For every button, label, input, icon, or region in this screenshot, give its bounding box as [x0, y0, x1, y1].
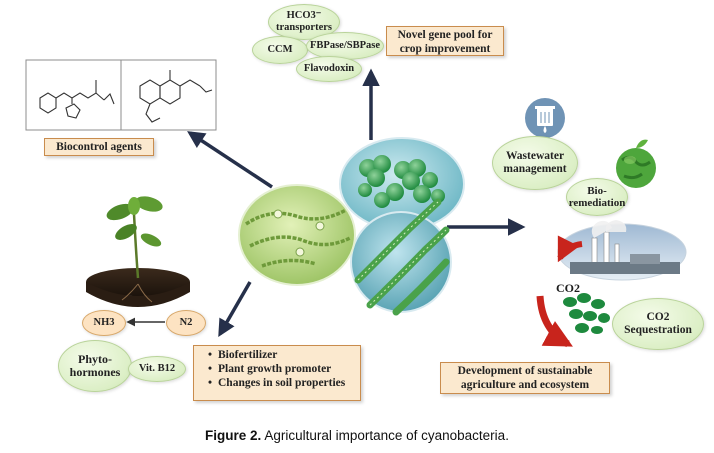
- oval-phytohormones: Phyto-hormones: [58, 340, 132, 392]
- bullet-item: Biofertilizer: [208, 349, 360, 363]
- oval-ccm: CCM: [252, 36, 308, 64]
- earth-globe-illustration: [616, 139, 656, 188]
- factory-illustration: [557, 220, 687, 281]
- oval-bioremediation: Bio-remediation: [566, 178, 628, 216]
- oval-wastewater-management: Wastewater management: [492, 136, 578, 190]
- oval-n2: N2: [166, 310, 206, 336]
- bullet-item: Changes in soil properties: [208, 377, 360, 391]
- biocontrol-structures: [25, 59, 217, 131]
- caption-text: Agricultural importance of cyanobacteria…: [261, 428, 509, 443]
- oval-vit-b12: Vit. B12: [128, 356, 186, 382]
- plant-soil-illustration: [86, 196, 190, 307]
- biocontrol-label-box: Biocontrol agents: [44, 138, 154, 156]
- cycle-arrow-upper: [557, 235, 583, 263]
- diagram-graphics: [25, 59, 687, 348]
- oval-nh3: NH3: [82, 310, 126, 336]
- wastewater-illustration: [525, 98, 565, 138]
- biofertilizer-box: Biofertilizer Plant growth promoter Chan…: [193, 345, 361, 401]
- co2-label: CO2: [556, 281, 580, 295]
- gene-pool-label-box: Novel gene pool for crop improvement: [386, 26, 504, 56]
- sustainable-label-box: Development of sustainable agriculture a…: [440, 362, 610, 394]
- diagram: HCO3⁻ transporters CCM FBPase/SBPase Fla…: [0, 0, 714, 420]
- cyanobacteria-cells-cluster: [563, 293, 610, 334]
- bullet-item: Plant growth promoter: [208, 363, 360, 377]
- cycle-arrow-lower: [536, 295, 573, 348]
- caption-prefix: Figure 2.: [205, 428, 262, 443]
- oval-hco3-transporters: HCO3⁻ transporters: [268, 4, 340, 40]
- figure-caption: Figure 2. Agricultural importance of cya…: [0, 428, 714, 443]
- arrow-to-biocontrol: [187, 131, 273, 189]
- oval-co2-sequestration: CO2 Sequestration: [612, 298, 704, 350]
- arrow-to-biofertilizer: [218, 281, 252, 338]
- cyanobacteria-micrographs: [238, 137, 465, 316]
- oval-fbpase-sbpase: FBPase/SBPase: [306, 32, 384, 60]
- oval-flavodoxin: Flavodoxin: [296, 56, 362, 82]
